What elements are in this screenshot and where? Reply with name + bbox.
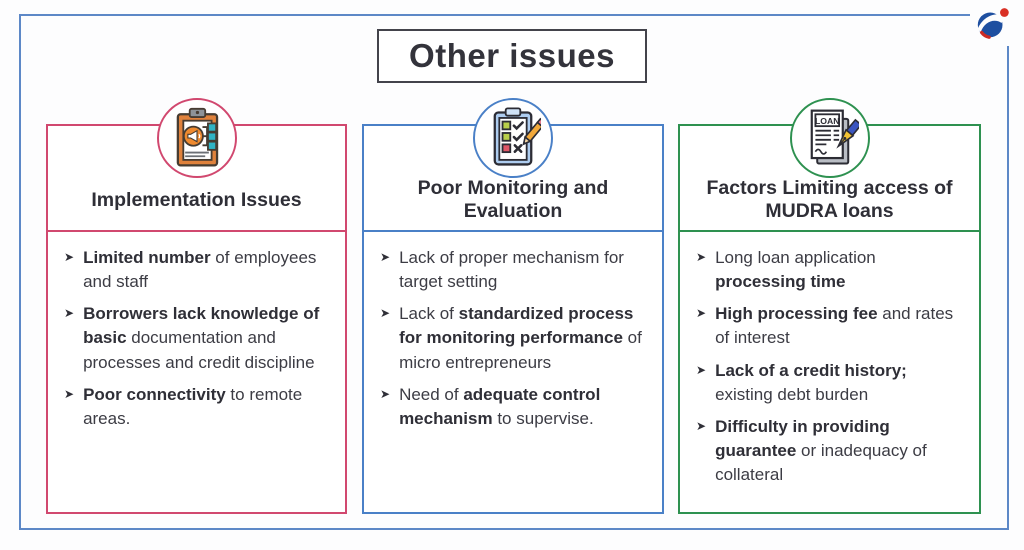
list-item-text: Long loan application processing time [715, 248, 876, 292]
card-header: Implementation Issues [48, 126, 345, 232]
list-item: ➤ Limited number of employees and staff [64, 246, 332, 294]
arrow-bullet-icon: ➤ [380, 250, 391, 264]
arrow-bullet-icon: ➤ [64, 306, 75, 321]
issue-list: ➤ Limited number of employees and staff ➤ B… [48, 232, 345, 431]
list-item-text: Poor connectivity to remote areas. [83, 384, 303, 428]
page-title-box: Other issues [377, 29, 647, 83]
svg-text:LOAN: LOAN [814, 116, 839, 126]
clipboard-announcement-glyph [176, 107, 218, 167]
arrow-bullet-icon: ➤ [380, 306, 391, 321]
issue-list: ➤ Lack of proper mechanism for target set… [364, 232, 662, 431]
list-item-text: High processing fee and rates of interes… [715, 304, 954, 348]
list-item: ➤ Lack of a credit history; existing debt… [696, 359, 966, 407]
arrow-bullet-icon: ➤ [380, 386, 391, 401]
list-item-text: Lack of a credit history; existing debt … [715, 360, 907, 404]
list-item: ➤ Long loan application processing time [696, 246, 966, 294]
page-frame [19, 14, 1009, 530]
checklist-pencil-glyph [493, 107, 541, 166]
list-item: ➤ Poor connectivity to remote areas. [64, 383, 332, 431]
arrow-bullet-icon: ➤ [696, 306, 707, 321]
brand-logo [970, 0, 1016, 46]
list-item-text: Borrowers lack knowledge of basic docume… [83, 304, 320, 372]
card-title: Implementation Issues [91, 188, 302, 211]
checklist-pencil-icon [473, 98, 553, 178]
loan-document-pen-glyph: LOAN [810, 109, 859, 165]
arrow-bullet-icon: ➤ [64, 250, 75, 264]
arrow-bullet-icon: ➤ [696, 418, 707, 433]
card-header: Poor Monitoring and Evaluation [364, 126, 662, 232]
list-item-text: Difficulty in providing guarantee or ina… [715, 416, 927, 484]
card-implementation-issues: Implementation Issues ➤ Limited number of… [46, 98, 347, 514]
loan-document-pen-icon: LOAN [789, 98, 870, 178]
issue-list: ➤ Long loan application processing time ➤ H… [680, 232, 979, 487]
list-item-text: Need of adequate control mechanism to su… [399, 384, 601, 428]
list-item: ➤ Need of adequate control mechanism to s… [380, 383, 649, 431]
arrow-bullet-icon: ➤ [696, 250, 707, 264]
card-factors-limiting-mudra-access: LOAN Factors Limiting access of MUDRA lo… [678, 98, 981, 514]
list-item: ➤ Lack of proper mechanism for target set… [380, 246, 649, 294]
list-item-text: Lack of proper mechanism for target sett… [399, 248, 624, 292]
list-item: ➤ Borrowers lack knowledge of basic docum… [64, 302, 332, 374]
list-item-text: Limited number of employees and staff [83, 248, 317, 292]
card-poor-monitoring-evaluation: Poor Monitoring and Evaluation ➤ Lack of … [362, 98, 664, 514]
arrow-bullet-icon: ➤ [696, 362, 707, 377]
list-item: ➤ High processing fee and rates of intere… [696, 302, 966, 350]
page-title: Other issues [409, 37, 615, 74]
card-title: Poor Monitoring and Evaluation [417, 177, 609, 222]
list-item: ➤ Difficulty in providing guarantee or in… [696, 415, 966, 487]
card-title: Factors Limiting access of MUDRA loans [706, 177, 953, 222]
list-item: ➤ Lack of standardized process for monito… [380, 302, 649, 374]
brand-logo-icon [977, 8, 1009, 39]
arrow-bullet-icon: ➤ [64, 386, 75, 401]
clipboard-announcement-icon [156, 98, 237, 178]
list-item-text: Lack of standardized process for monitor… [399, 304, 642, 372]
card-header: Factors Limiting access of MUDRA loans [680, 126, 979, 232]
